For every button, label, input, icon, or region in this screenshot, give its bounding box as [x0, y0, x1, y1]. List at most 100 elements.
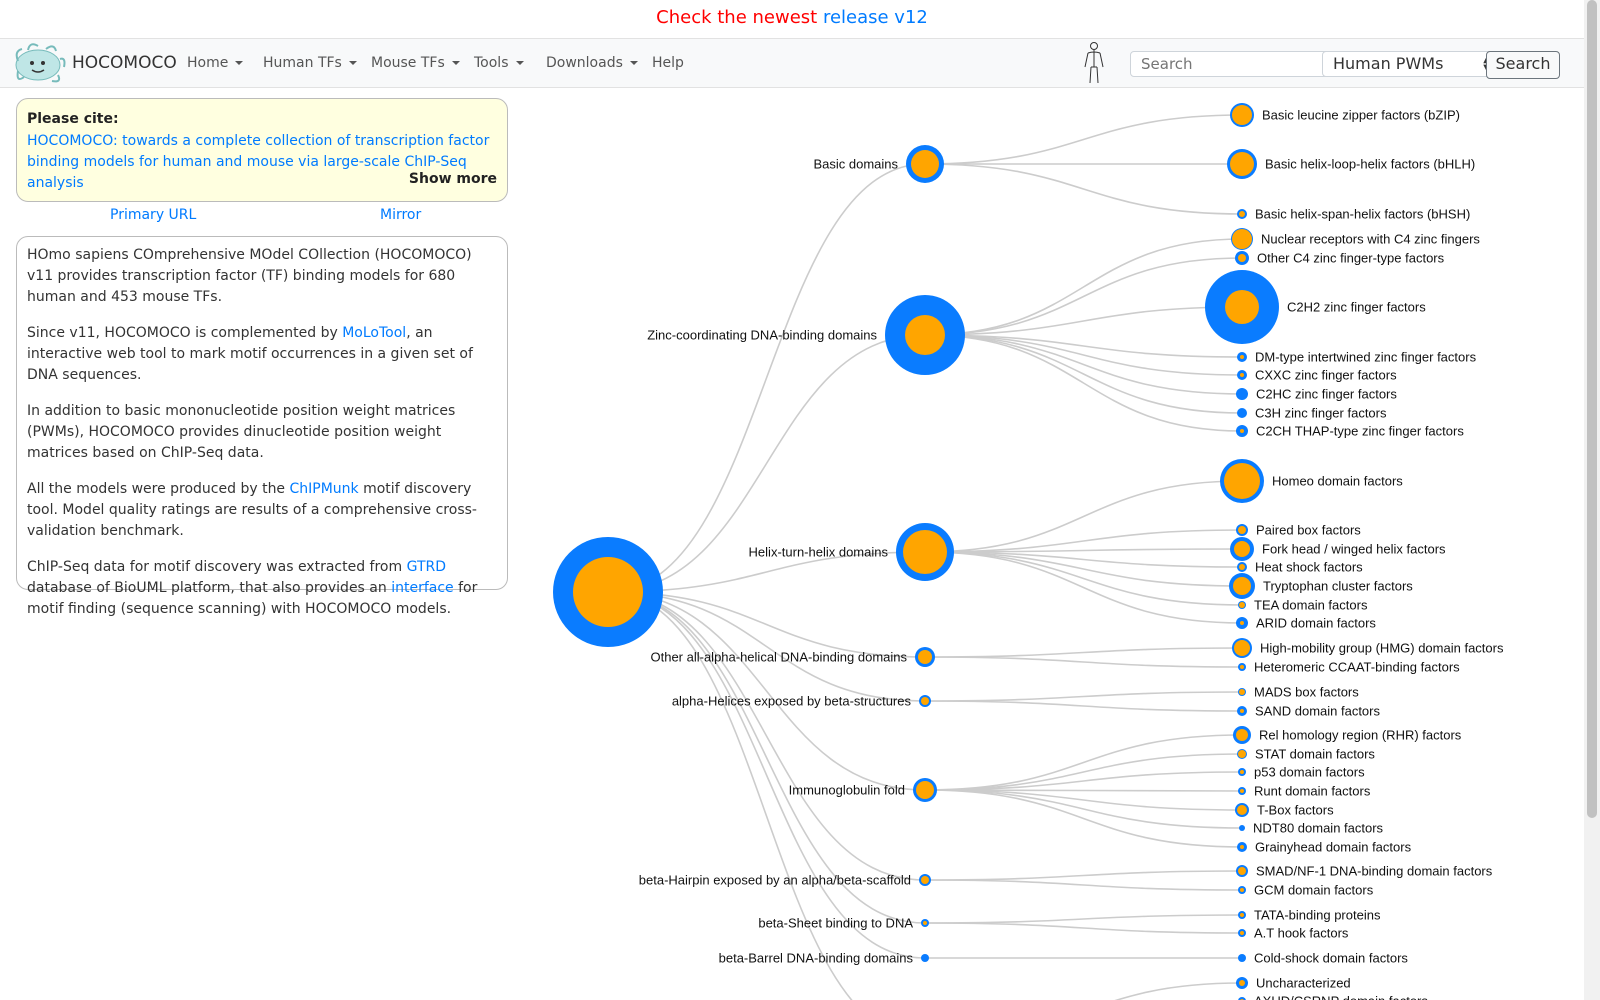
family-node[interactable] [1236, 617, 1248, 629]
family-label[interactable]: Grainyhead domain factors [1255, 840, 1412, 855]
show-more-button[interactable]: Show more [408, 171, 497, 187]
search-input[interactable] [1130, 51, 1332, 77]
superclass-node[interactable] [921, 954, 929, 962]
cite-paper-link[interactable]: HOCOMOCO: towards a complete collection … [27, 133, 490, 191]
family-node[interactable] [1236, 388, 1248, 400]
family-node[interactable] [1236, 977, 1248, 989]
family-node[interactable] [1231, 228, 1253, 250]
family-label[interactable]: C2CH THAP-type zinc finger factors [1256, 424, 1464, 439]
family-node[interactable] [1205, 270, 1279, 344]
family-node[interactable] [1237, 370, 1247, 380]
superclass-label[interactable]: Helix-turn-helix domains [749, 545, 889, 560]
superclass-node[interactable] [913, 778, 937, 802]
superclass-label[interactable]: beta-Barrel DNA-binding domains [719, 951, 914, 966]
superclass-label[interactable]: beta-Sheet binding to DNA [758, 916, 913, 931]
family-label[interactable]: Basic helix-span-helix factors (bHSH) [1255, 207, 1470, 222]
nav-home[interactable]: Home [187, 39, 244, 87]
family-label[interactable]: C2HC zinc finger factors [1256, 387, 1397, 402]
family-label[interactable]: DM-type intertwined zinc finger factors [1255, 350, 1477, 365]
family-label[interactable]: T-Box factors [1257, 803, 1334, 818]
interface-link[interactable]: interface [391, 580, 454, 596]
nav-help[interactable]: Help [652, 39, 684, 87]
family-node[interactable] [1238, 688, 1246, 696]
superclass-label[interactable]: alpha-Helices exposed by beta-structures [672, 694, 912, 709]
root-node[interactable] [553, 537, 663, 647]
superclass-label[interactable]: Immunoglobulin fold [789, 783, 905, 798]
scrollbar-thumb[interactable] [1587, 0, 1597, 818]
molotool-link[interactable]: MoLoTool [342, 325, 407, 341]
family-label[interactable]: Nuclear receptors with C4 zinc fingers [1261, 232, 1480, 247]
family-label[interactable]: Fork head / winged helix factors [1262, 542, 1446, 557]
family-node[interactable] [1237, 352, 1247, 362]
superclass-node[interactable] [896, 523, 954, 581]
superclass-node[interactable] [915, 647, 935, 667]
family-node[interactable] [1237, 706, 1247, 716]
family-label[interactable]: Paired box factors [1256, 523, 1361, 538]
family-label[interactable]: C2H2 zinc finger factors [1287, 300, 1426, 315]
family-label[interactable]: C3H zinc finger factors [1255, 406, 1387, 421]
family-label[interactable]: NDT80 domain factors [1253, 821, 1384, 836]
superclass-node[interactable] [885, 295, 965, 375]
family-node[interactable] [1237, 562, 1247, 572]
family-label[interactable]: High-mobility group (HMG) domain factors [1260, 641, 1504, 656]
family-label[interactable]: Rel homology region (RHR) factors [1259, 728, 1462, 743]
family-label[interactable]: Tryptophan cluster factors [1263, 579, 1413, 594]
superclass-node[interactable] [919, 874, 931, 886]
human-figure-icon[interactable] [1080, 41, 1108, 85]
family-node[interactable] [1235, 251, 1249, 265]
family-label[interactable]: Basic leucine zipper factors (bZIP) [1262, 108, 1460, 123]
family-label[interactable]: ARID domain factors [1256, 616, 1376, 631]
family-label[interactable]: Heat shock factors [1255, 560, 1363, 575]
superclass-label[interactable]: Basic domains [813, 157, 898, 172]
family-node[interactable] [1235, 803, 1249, 817]
family-label[interactable]: Basic helix-loop-helix factors (bHLH) [1265, 157, 1475, 172]
nav-tools[interactable]: Tools [474, 39, 524, 87]
family-node[interactable] [1237, 842, 1247, 852]
family-node[interactable] [1238, 911, 1246, 919]
family-label[interactable]: SMAD/NF-1 DNA-binding domain factors [1256, 864, 1493, 879]
family-label[interactable]: Heteromeric CCAAT-binding factors [1254, 660, 1460, 675]
family-label[interactable]: Uncharacterized [1256, 976, 1351, 991]
family-node[interactable] [1230, 537, 1254, 561]
superclass-node[interactable] [919, 695, 931, 707]
family-node[interactable] [1238, 663, 1246, 671]
family-node[interactable] [1238, 886, 1246, 894]
family-node[interactable] [1233, 726, 1251, 744]
family-node[interactable] [1232, 638, 1252, 658]
family-node[interactable] [1227, 149, 1257, 179]
family-label[interactable]: Homeo domain factors [1272, 474, 1403, 489]
superclass-node[interactable] [906, 145, 944, 183]
family-label[interactable]: SAND domain factors [1255, 704, 1380, 719]
nav-downloads[interactable]: Downloads [546, 39, 638, 87]
superclass-node[interactable] [921, 919, 929, 927]
family-label[interactable]: AXUD/CSRNP domain factors [1254, 994, 1428, 1000]
family-node[interactable] [1236, 865, 1248, 877]
family-label[interactable]: Runt domain factors [1254, 784, 1371, 799]
family-node[interactable] [1238, 601, 1246, 609]
search-button[interactable]: Search [1486, 51, 1560, 79]
collection-select[interactable]: Human PWMs ▲▼ [1322, 51, 1500, 77]
family-label[interactable]: STAT domain factors [1255, 747, 1375, 762]
primary-url-link[interactable]: Primary URL [110, 207, 197, 223]
family-node[interactable] [1238, 768, 1246, 776]
family-node[interactable] [1230, 103, 1254, 127]
gtrd-link[interactable]: GTRD [406, 559, 447, 575]
family-label[interactable]: Cold-shock domain factors [1254, 951, 1408, 966]
family-node[interactable] [1237, 749, 1247, 759]
family-label[interactable]: TEA domain factors [1254, 598, 1368, 613]
family-node[interactable] [1236, 524, 1248, 536]
family-label[interactable]: TATA-binding proteins [1254, 908, 1381, 923]
chipmunk-link[interactable]: ChIPMunk [289, 481, 359, 497]
superclass-label[interactable]: Other all-alpha-helical DNA-binding doma… [650, 650, 907, 665]
family-label[interactable]: p53 domain factors [1254, 765, 1365, 780]
family-node[interactable] [1237, 209, 1247, 219]
family-label[interactable]: Other C4 zinc finger-type factors [1257, 251, 1445, 266]
brand[interactable]: HOCOMOCO [10, 41, 177, 85]
family-label[interactable]: GCM domain factors [1254, 883, 1374, 898]
family-node[interactable] [1236, 425, 1248, 437]
family-node[interactable] [1237, 408, 1247, 418]
family-label[interactable]: MADS box factors [1254, 685, 1359, 700]
superclass-label[interactable]: beta-Hairpin exposed by an alpha/beta-sc… [639, 873, 911, 888]
superclass-label[interactable]: Zinc-coordinating DNA-binding domains [647, 328, 877, 343]
family-node[interactable] [1238, 787, 1246, 795]
